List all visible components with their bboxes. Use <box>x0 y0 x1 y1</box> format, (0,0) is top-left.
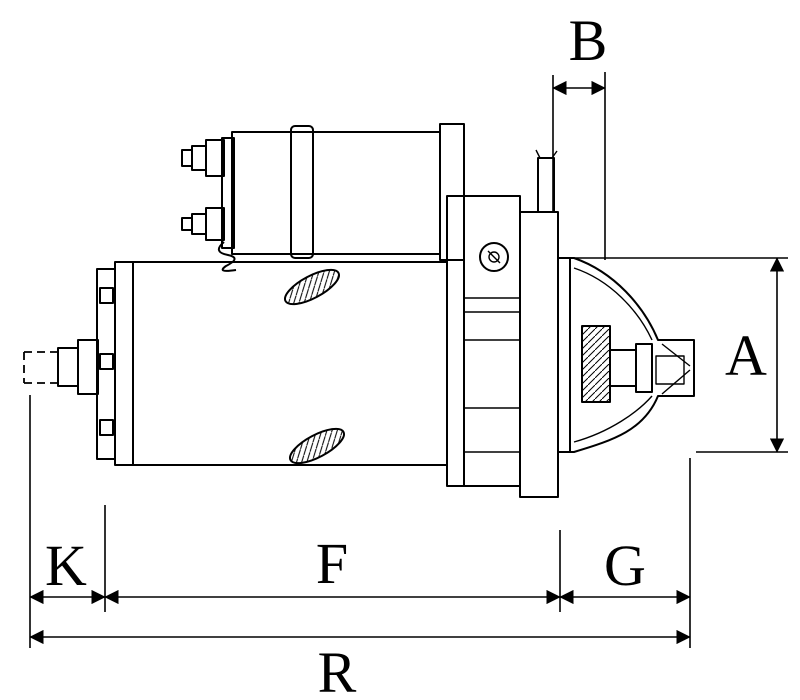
terminal-nut <box>191 213 207 235</box>
end-plate-tab <box>99 419 114 436</box>
drive-shaft-collar <box>635 343 653 393</box>
dimension-label-F: F <box>316 531 348 596</box>
nose-cone-lines <box>661 343 691 395</box>
bolt-slot <box>487 250 501 264</box>
solenoid-end-cap <box>221 137 235 249</box>
dimension-label-G: G <box>604 533 646 598</box>
dimension-label-R: R <box>318 640 357 700</box>
terminal-tip <box>181 149 193 167</box>
vent-slot <box>289 427 345 465</box>
vent-slot <box>284 268 340 306</box>
dimension-label-K: K <box>45 533 87 598</box>
end-plate-tab <box>99 287 114 304</box>
rear-shaft <box>23 339 99 395</box>
bolt-head-center <box>488 251 500 263</box>
solenoid-mount-block <box>439 123 465 261</box>
dimension-R: R <box>29 629 691 700</box>
nose-bore <box>655 355 685 385</box>
terminal-strap <box>217 241 237 272</box>
center-casting <box>446 195 521 487</box>
flange-top-lug <box>537 157 555 213</box>
dimension-label-B: B <box>569 8 608 73</box>
bracket-inner-edge <box>573 267 653 341</box>
drive-shaft-step <box>609 349 637 387</box>
dimension-G: G <box>559 533 691 605</box>
shaft-step <box>57 347 79 387</box>
dimension-K: K <box>29 533 106 605</box>
casting-block <box>446 195 521 487</box>
bracket-inner-edge <box>573 395 653 443</box>
lug-tip <box>535 149 558 159</box>
end-plate-tab <box>99 353 114 370</box>
terminal-tip <box>181 217 193 231</box>
drive-end-housing <box>558 257 695 453</box>
terminal-nut <box>191 145 207 171</box>
dimension-A: A <box>570 257 788 453</box>
drive-bracket-outline <box>558 257 695 453</box>
mounting-flange <box>519 149 559 498</box>
solenoid-band <box>290 125 314 259</box>
dimension-annotations: B A K F <box>29 8 788 700</box>
motor-body <box>96 261 448 466</box>
solenoid-body <box>231 131 441 255</box>
pinion-section <box>581 325 611 403</box>
bottom-extension-lines <box>29 395 691 648</box>
shaft-step <box>77 339 99 395</box>
dimension-label-A: A <box>725 323 767 388</box>
solenoid <box>181 123 465 272</box>
dimension-B: B <box>552 8 608 260</box>
dimension-F: F <box>104 531 561 605</box>
starter-motor-outline <box>23 123 695 498</box>
bolt-head <box>479 242 509 272</box>
motor-housing <box>114 261 448 466</box>
flange-plate <box>519 211 559 498</box>
